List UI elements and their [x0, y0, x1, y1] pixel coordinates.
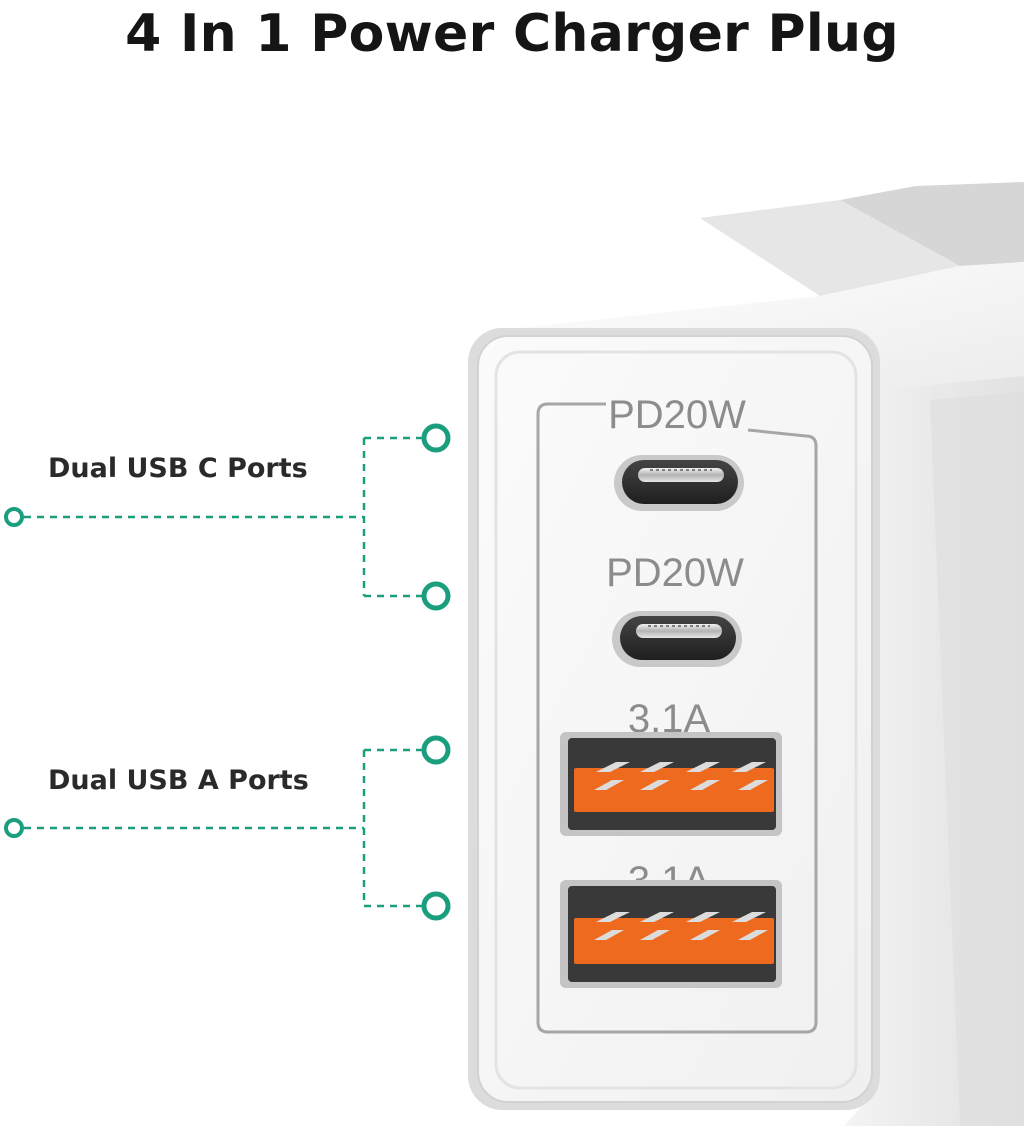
usb-c-port-icon [614, 455, 744, 511]
callout-dot-icon [421, 735, 451, 765]
usb-c-callout-lines [24, 436, 424, 598]
callout-dot-icon [421, 423, 451, 453]
usb-c-callout-label: Dual USB C Ports [48, 453, 308, 484]
port-1-label: PD20W [608, 393, 746, 437]
charger-top-face [500, 262, 1024, 392]
usb-a-port-icon [560, 732, 782, 836]
usb-c-port-icon [612, 611, 742, 667]
charger-back-section [700, 182, 1024, 296]
usb-a-port-icon [560, 880, 782, 988]
callout-dot-icon [4, 507, 24, 527]
callout-dot-icon [4, 818, 24, 838]
page-title: 4 In 1 Power Charger Plug [125, 4, 899, 64]
usb-a-callout-lines [24, 748, 424, 908]
usb-a-callout-label: Dual USB A Ports [48, 765, 309, 796]
port-2-label: PD20W [606, 551, 744, 595]
callout-dot-icon [421, 581, 451, 611]
callout-dot-icon [421, 891, 451, 921]
